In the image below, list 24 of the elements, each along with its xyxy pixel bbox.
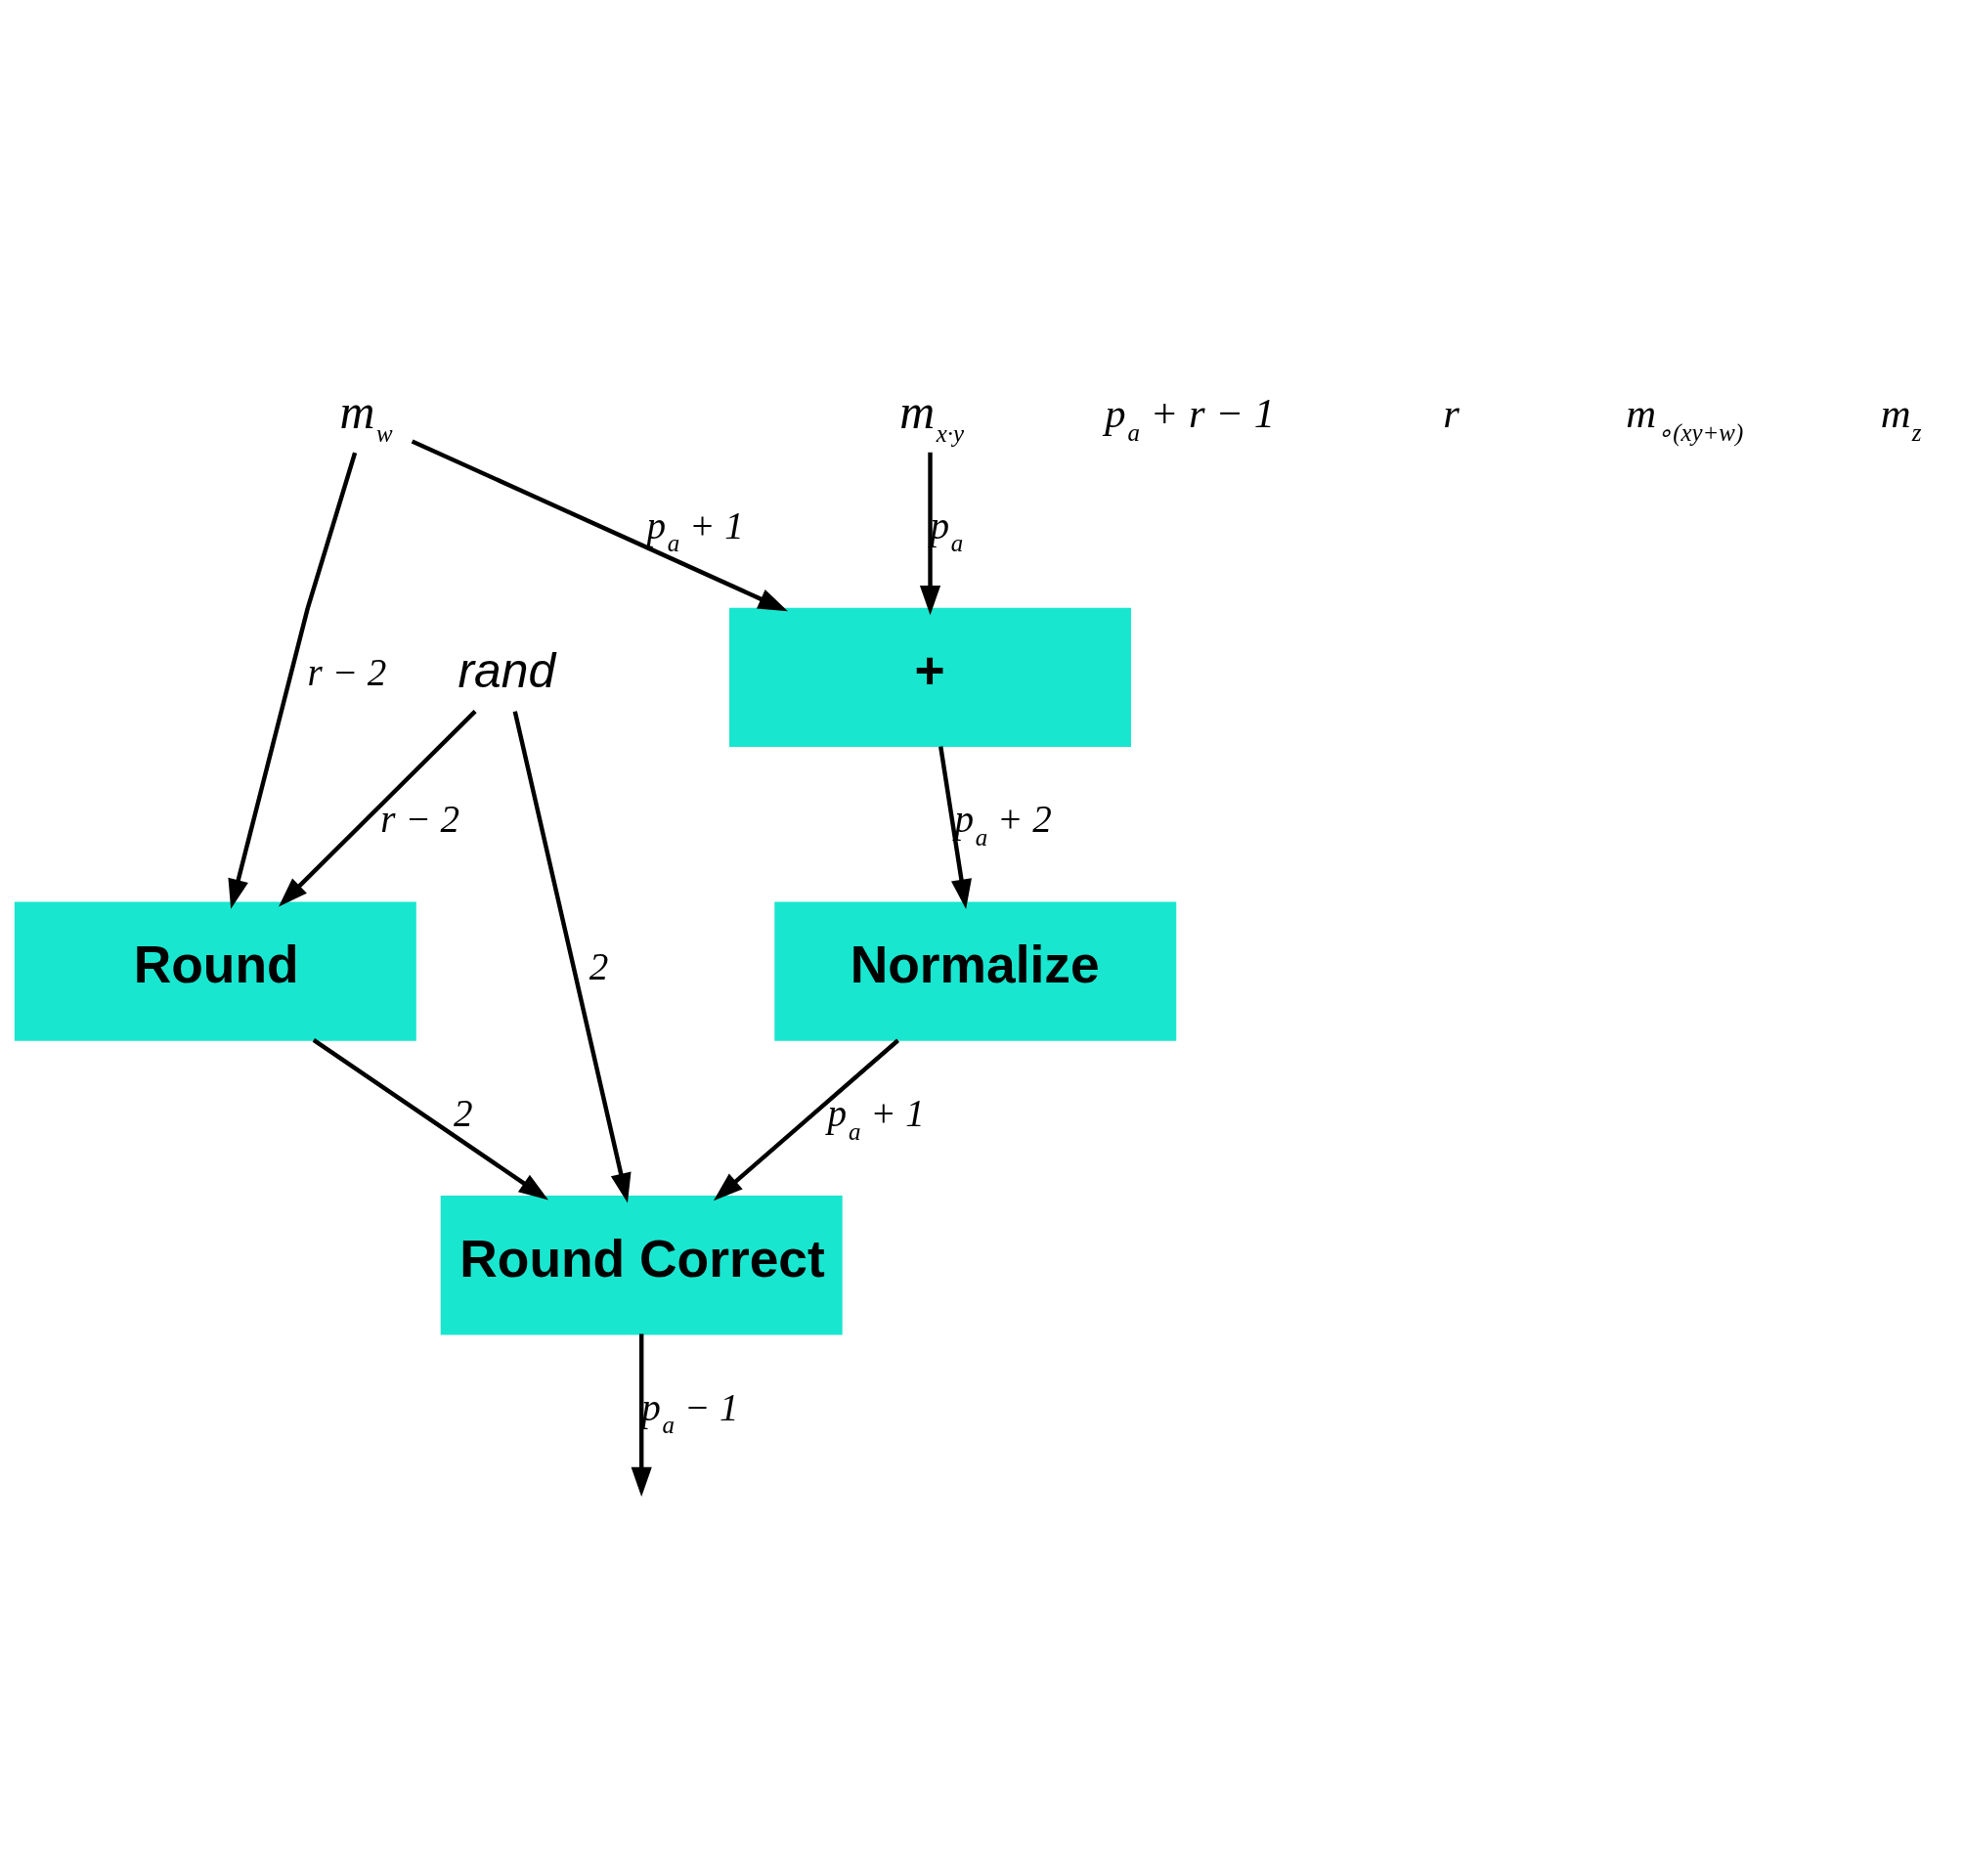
node-text: m$_{x·y}$ (899, 385, 965, 447)
node-box: + (729, 607, 1131, 748)
arrow (713, 1038, 899, 1201)
node-box: Round (14, 901, 416, 1041)
arrow (631, 1333, 652, 1498)
edge-label: r − 2 (307, 651, 387, 694)
edge-label: p$_{a}$ + 1 (646, 503, 744, 557)
node-box: Round Correct (440, 1196, 843, 1335)
arrow (312, 1038, 548, 1200)
label: m$_{z}$ (1880, 390, 1922, 446)
edge-label: p$_{a}$ + 1 (827, 1092, 925, 1145)
edge-label: r − 2 (380, 798, 460, 841)
edge-label: 2 (589, 944, 609, 987)
arrow (938, 746, 972, 909)
node-box: Normalize (774, 901, 1177, 1041)
label: m$_{∘(xy+w)}$ (1626, 390, 1744, 446)
arrow (279, 710, 477, 907)
node-text: rand (458, 643, 556, 699)
label: r (1443, 390, 1460, 437)
arrow (411, 439, 788, 612)
node-text: m$_{w}$ (339, 385, 393, 447)
arrow (512, 711, 632, 1203)
arrow (228, 452, 358, 909)
edge-label: 2 (454, 1092, 473, 1135)
